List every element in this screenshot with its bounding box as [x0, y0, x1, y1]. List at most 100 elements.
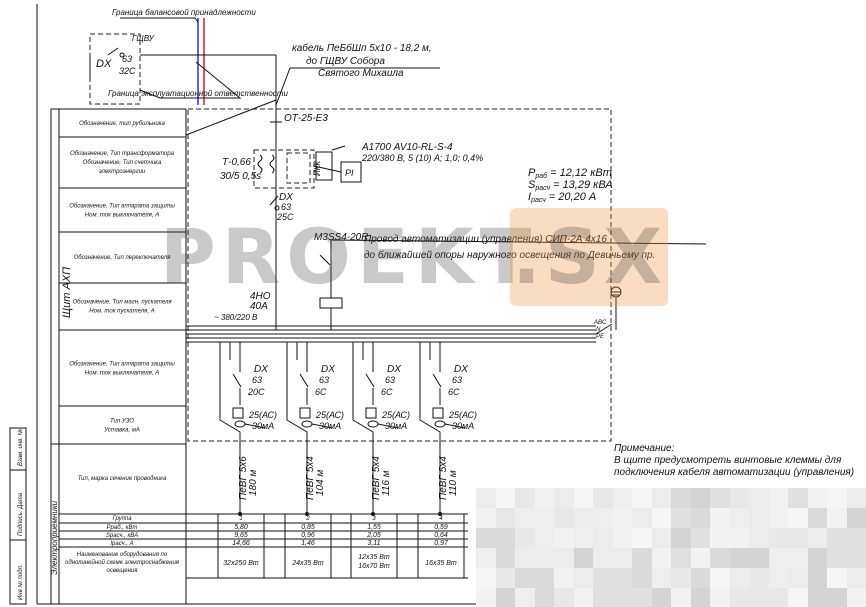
- feeder-4-rcd: 25(АС): [448, 410, 477, 420]
- meter-label-1: А1700 AV10-RL-S-4: [361, 142, 453, 153]
- feeder-1-rcd-setting: 30мА: [252, 421, 274, 431]
- left-table-row-5-line-2: Ном. ток пускателя, А: [89, 309, 154, 315]
- watermark-text: PROEKT: [160, 212, 538, 301]
- power-s-label: Sрасч = 13,29 кВА: [528, 179, 613, 192]
- left-table-row-5-line-1: Обозначение, Тип магн. пускателя: [72, 300, 172, 306]
- contactor-no-label: 4НО: [250, 291, 271, 302]
- sub-row-i: Iрасч., А: [110, 541, 133, 547]
- feeder-2-load-1: 24х35 Вт: [291, 560, 324, 567]
- feeder-1-i: 14,66: [232, 540, 250, 547]
- pixelated-stamp-block: [476, 488, 866, 607]
- left-table-row-4-line-1: Обозначение, Тип переключателя: [74, 255, 172, 261]
- watermark-badge: [510, 208, 668, 306]
- panel-title: Щит АХП: [61, 267, 73, 318]
- watermark-suffix: .SX: [512, 212, 667, 301]
- ct-label-1: Т-0,66: [222, 157, 251, 168]
- feeder-2-breaker-type: DX: [321, 364, 335, 375]
- feeder-4-cable: ПеВГ 5х4: [438, 456, 449, 500]
- feeder-4-i: 0,97: [434, 540, 449, 547]
- feeder-1-breaker-type: DX: [254, 364, 268, 375]
- feeder-4-breaker-type: DX: [454, 364, 468, 375]
- feeder-4-s: 0,64: [434, 532, 448, 539]
- feeder-3-s: 2,05: [366, 532, 381, 539]
- feeder-3-rcd: 25(АС): [381, 410, 410, 420]
- feeder-2-cable: ПеВГ 5х4: [305, 456, 316, 500]
- feeder-1-s: 9,65: [234, 532, 248, 539]
- bus-phases-label: ABC: [593, 320, 607, 326]
- left-table-row-7-line-1: Тип УЗО: [110, 419, 134, 425]
- left-table-row-1-line-1: Обозначение, тип рубильника: [79, 121, 165, 127]
- input-breaker-curve: 32С: [119, 66, 136, 76]
- feeder-4-group: 4: [439, 516, 443, 522]
- name-row-line-1: Наименование оборудования по: [77, 552, 168, 558]
- feeder-1-table-cell: [217, 513, 265, 579]
- input-breaker-rating: 63: [122, 54, 132, 64]
- sub-row-group: Группа: [112, 516, 132, 522]
- boundary-balance-label: Граница балансовой принадлежности: [112, 8, 256, 17]
- feeder-3-cable: ПеВГ 5х4: [371, 456, 382, 500]
- sub-row-s: Sрасч., кВА: [106, 533, 138, 539]
- feeder-1-cable-length: 180 м: [248, 470, 259, 496]
- note-title: Примечание:: [614, 443, 675, 454]
- feeder-2-rcd: 25(АС): [315, 410, 344, 420]
- feeder-4-breaker-curve: 6С: [448, 387, 460, 397]
- feeder-3-group: 3: [372, 516, 376, 522]
- contactor-type-label: М3SS4-20R: [314, 232, 368, 243]
- main-breaker-type: DX: [279, 192, 293, 203]
- left-table-row-3-line-2: Ном. ток выключателя, А: [85, 213, 159, 219]
- ct-label-2: 30/5 0,5s: [220, 171, 261, 182]
- control-cable-label-1: Провод автоматизации (управления) СИП-2А…: [364, 234, 607, 245]
- feeder-1-load-1: 32х250 Вт: [223, 560, 259, 567]
- bus-voltage-label: ~ 380/220 В: [214, 313, 258, 322]
- left-table-row-6-line-1: Обозначение, Тип аппарата защиты: [69, 362, 175, 368]
- feeder-2-p: 0,85: [301, 524, 315, 531]
- left-table-row-3-line-1: Обозначение, Тип аппарата защиты: [69, 204, 175, 210]
- feeder-1-cable: ПеВГ 5х6: [238, 456, 249, 500]
- feeder-2-breaker-rating: 63: [319, 375, 329, 385]
- feeder-1-breaker-rating: 63: [252, 375, 262, 385]
- feeder-4-cable-length: 110 м: [448, 470, 459, 496]
- contactor-current-label: 40А: [250, 301, 268, 312]
- power-p-label: Рраб = 12,12 кВт: [528, 167, 612, 180]
- switch-label: ОТ-25-Е3: [284, 113, 328, 124]
- feeder-4-table-cell: [417, 513, 465, 579]
- main-breaker-rating: 63: [281, 202, 291, 212]
- feeder-3-rcd-setting: 30мА: [385, 421, 407, 431]
- feeder-1-group: 1: [239, 516, 242, 522]
- feeder-3-load-1: 12х35 Вт: [358, 554, 390, 561]
- stamp-inv-label: Инв № подл.: [17, 564, 24, 600]
- feeder-4-load-1: 16х35 Вт: [425, 560, 457, 567]
- gshchvu-label: ГЩВУ: [132, 34, 155, 43]
- feeder-3-cable-length: 116 м: [381, 470, 392, 496]
- boundary-operation-label: Граница эксплуатационной ответственности: [108, 89, 288, 98]
- feeder-1-rcd: 25(АС): [248, 410, 277, 420]
- feeder-4-p: 0,59: [434, 524, 448, 531]
- feeder-1-p: 5,80: [234, 524, 248, 531]
- left-table: [50, 108, 187, 605]
- feeder-3-load-2: 16х70 Вт: [358, 563, 390, 570]
- name-row-line-2: однолинейной схеме электроснабжения: [65, 559, 180, 566]
- name-row-line-3: освещения: [107, 568, 139, 574]
- meter-label-2: 220/380 В, 5 (10) А; 1,0; 0,4%: [361, 153, 483, 163]
- feeder-2-group: 2: [305, 516, 310, 522]
- feeder-3-breaker-curve: 6С: [381, 387, 393, 397]
- feeder-4-breaker-rating: 63: [452, 375, 462, 385]
- input-cable-label-1: кабель ПеБбШп 5х10 - 18,2 м,: [292, 42, 432, 54]
- input-cable-label-3: Святого Михаила: [318, 68, 404, 79]
- feeder-4-rcd-setting: 30мА: [452, 421, 474, 431]
- feeder-2-table-cell: [284, 513, 332, 579]
- left-table-row-6-line-2: Ном. ток выключателя, А: [85, 371, 159, 377]
- feeder-2-rcd-setting: 30мА: [319, 421, 341, 431]
- input-breaker-type: DX: [96, 58, 112, 70]
- power-i-label: Iрасч = 20,20 А: [528, 191, 596, 204]
- feeder-3-table-cell: [350, 513, 398, 579]
- feeder-3-p: 1,55: [367, 524, 381, 531]
- left-table-row-2-line-1: Обозначение, Тип трансформатора: [70, 151, 175, 157]
- ikk-label: ИКК: [313, 160, 322, 176]
- sub-row-p: Рраб., кВт: [107, 525, 138, 531]
- left-table-row-2-line-3: электроэнергии: [99, 169, 146, 175]
